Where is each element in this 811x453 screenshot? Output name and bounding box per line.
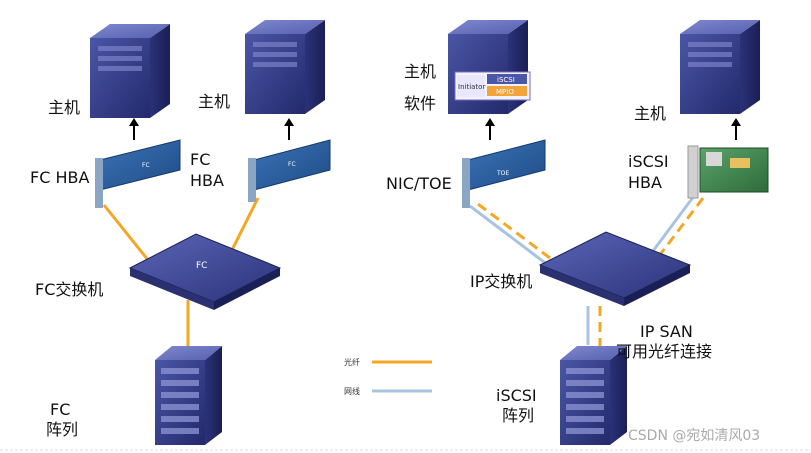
fc-hba-label-left: FC HBA <box>30 168 90 187</box>
arrow-up-icon <box>731 118 741 140</box>
software-initiator-text: Initiator <box>458 83 485 91</box>
legend-cable-label: 网线 <box>344 387 360 396</box>
fc-switch: FC <box>128 233 282 310</box>
nic-toe-face-text: TOE <box>496 170 509 177</box>
fc-hba-right-face-text: FC <box>288 161 296 168</box>
fc-array-label-line2: 阵列 <box>46 420 79 439</box>
iscsi-storage-array <box>560 346 627 445</box>
ip-san-label-line1: IP SAN <box>640 322 693 341</box>
fc-hba-card-right: FC <box>248 139 331 202</box>
iscsi-array-label-line1: iSCSI <box>496 386 537 405</box>
fc-storage-array <box>155 346 222 445</box>
host-label-right: 主机 <box>634 104 667 123</box>
iscsi-hba-label-line2: HBA <box>628 173 662 192</box>
fc-hba-label-right-line2: HBA <box>190 171 224 190</box>
nic-toe-card: TOE <box>462 139 546 208</box>
fc-switch-label: FC交换机 <box>35 280 104 299</box>
legend <box>372 360 432 393</box>
fc-array-label-line1: FC <box>50 400 71 419</box>
software-label: 软件 <box>404 94 437 113</box>
software-stack-panel: Initiator iSCSI MPIO <box>454 71 531 101</box>
arrow-up-icon <box>129 118 139 140</box>
fiber-link-iscsi-hba-to-ip-switch <box>620 197 705 306</box>
fc-hba-card-left: FC <box>95 139 181 208</box>
arrow-up-icon <box>485 118 495 140</box>
fc-switch-face-text: FC <box>196 261 207 271</box>
host-label-left-1: 主机 <box>48 98 81 117</box>
legend-fiber-label: 光纤 <box>344 358 360 367</box>
iscsi-hba-card <box>687 145 769 199</box>
host-label-mid: 主机 <box>404 62 437 81</box>
watermark: CSDN @宛如清风03 <box>628 428 761 444</box>
ip-switch-label: IP交换机 <box>470 272 533 291</box>
server-left-2 <box>245 20 325 114</box>
server-left-1 <box>90 24 170 118</box>
host-label-left-2: 主机 <box>198 92 231 111</box>
upward-arrows <box>129 118 741 140</box>
fc-hba-label-right-line1: FC <box>190 150 211 169</box>
software-mpio-text: MPIO <box>496 88 514 96</box>
nic-toe-label: NIC/TOE <box>386 174 452 193</box>
ip-san-label-line2: 可用光纤连接 <box>616 342 713 361</box>
iscsi-array-label-line2: 阵列 <box>502 406 535 425</box>
iscsi-hba-label-line1: iSCSI <box>628 152 669 171</box>
server-right <box>680 20 760 114</box>
fc-hba-left-face-text: FC <box>142 162 150 169</box>
software-iscsi-text: iSCSI <box>497 76 515 84</box>
ip-switch <box>538 231 692 306</box>
arrow-up-icon <box>284 118 294 140</box>
